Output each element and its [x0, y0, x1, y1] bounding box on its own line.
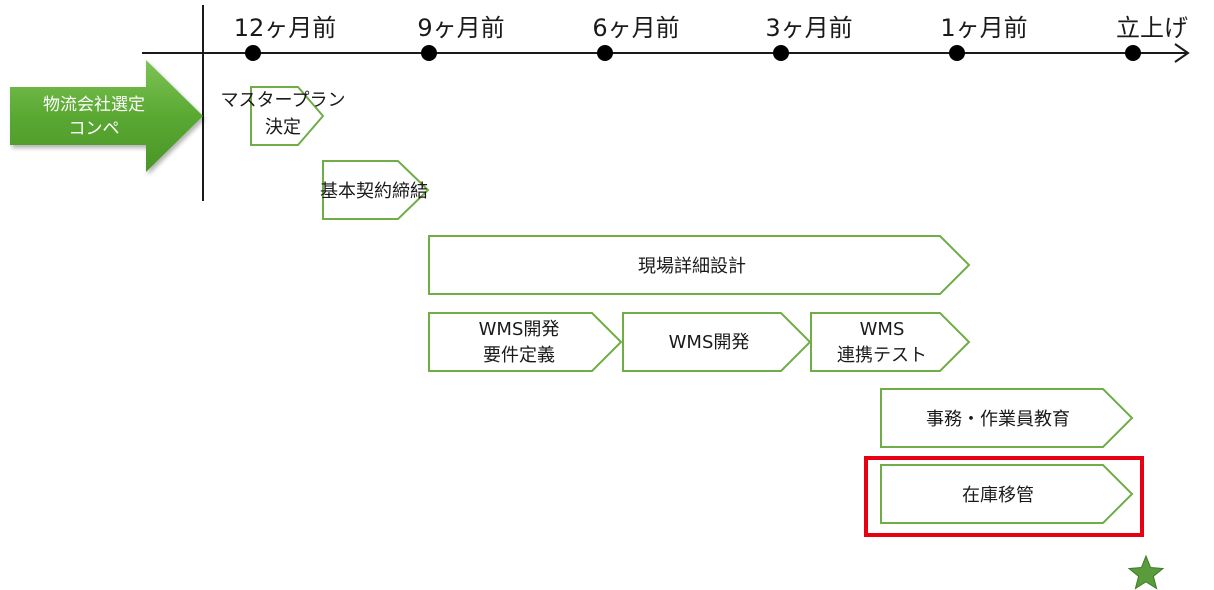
milestone-dot-3m: [773, 45, 789, 61]
task-wms-dev: WMS開発: [622, 312, 812, 372]
milestone-dot-12m: [245, 45, 261, 61]
task-wms-dev-label: WMS開発: [669, 332, 750, 353]
task-wms-requirements-shape: [428, 312, 623, 372]
task-master-plan-shape: [250, 86, 325, 146]
task-training-label: 事務・作業員教育: [926, 409, 1070, 430]
task-wms-requirements-line-1: WMS開発: [479, 319, 560, 340]
highlight-frame: [864, 456, 1144, 537]
milestone-label-1m: 1ヶ月前: [940, 14, 1027, 42]
task-contract-label: 基本契約締結: [320, 181, 428, 202]
start-arrow: 物流会社選定 コンペ: [10, 60, 203, 172]
star-icon: [1127, 554, 1165, 590]
task-wms-requirements: WMS開発 要件定義: [428, 312, 623, 372]
milestone-label-9m: 9ヶ月前: [417, 14, 504, 42]
milestone-dot-9m: [421, 45, 437, 61]
task-site-design-label: 現場詳細設計: [638, 256, 746, 277]
task-inventory-transfer-label: 在庫移管: [962, 485, 1034, 506]
start-arrow-line-2: コンペ: [69, 119, 120, 139]
milestone-label-3m: 3ヶ月前: [765, 14, 852, 42]
task-site-design-shape: [428, 235, 971, 295]
milestone-dot-6m: [597, 45, 613, 61]
task-contract-shape: [322, 160, 430, 220]
task-site-design: 現場詳細設計: [428, 235, 971, 295]
task-inventory-transfer-shape: [880, 464, 1134, 524]
task-wms-requirements-line-2: 要件定義: [483, 345, 555, 366]
milestone-dot-launch: [1125, 45, 1141, 61]
milestone-dot-1m: [949, 45, 965, 61]
task-wms-test-line-2: 連携テスト: [837, 345, 927, 366]
task-wms-test: WMS 連携テスト: [810, 312, 971, 372]
task-wms-dev-shape: [622, 312, 812, 372]
task-training-shape: [880, 388, 1134, 448]
start-arrow-shape: [10, 60, 203, 172]
milestone-label-launch: 立上げ: [1116, 14, 1188, 42]
task-wms-test-line-1: WMS: [860, 319, 905, 340]
task-master-plan: マスタープラン 決定: [221, 86, 346, 146]
task-inventory-transfer: 在庫移管: [880, 464, 1134, 524]
timeline-arrowhead: [1174, 43, 1190, 63]
start-arrow-line-1: 物流会社選定: [43, 95, 145, 115]
milestone-label-12m: 12ヶ月前: [234, 14, 337, 42]
task-master-plan-line-2: 決定: [265, 117, 301, 138]
task-contract: 基本契約締結: [320, 160, 430, 220]
milestone-label-6m: 6ヶ月前: [592, 14, 679, 42]
task-master-plan-line-1: マスタープラン: [221, 90, 346, 111]
task-training: 事務・作業員教育: [880, 388, 1134, 448]
task-wms-test-shape: [810, 312, 971, 372]
